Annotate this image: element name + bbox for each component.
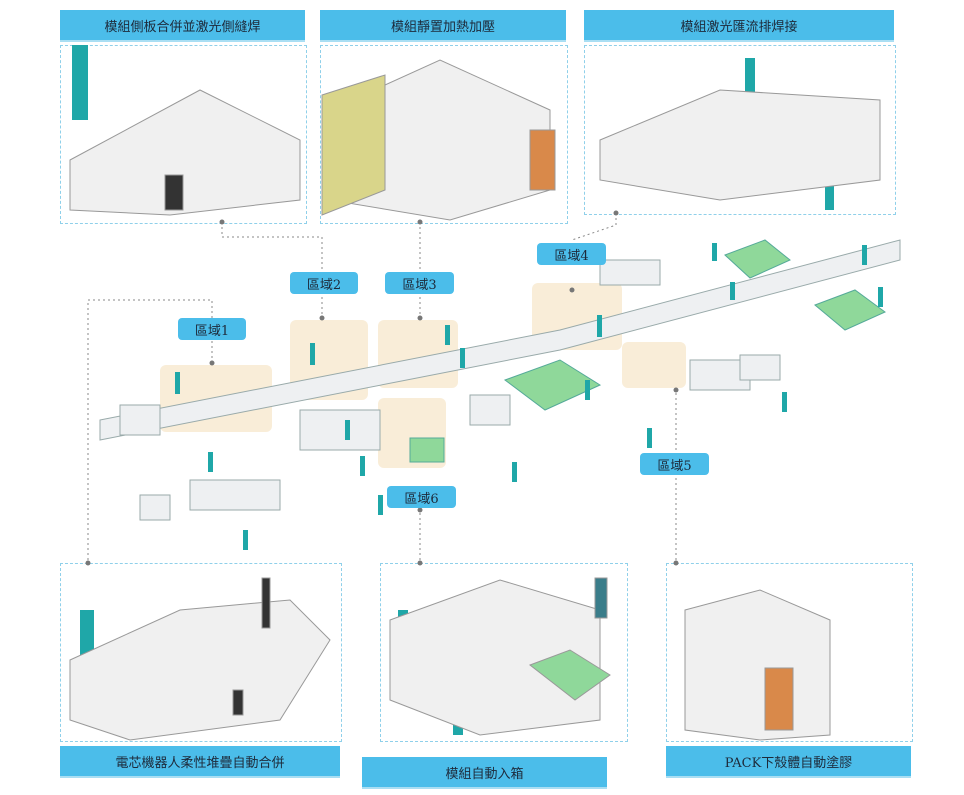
green-areas [409,239,886,463]
bottom-panel-machines [69,577,831,741]
zone-5-label: 區域5 [640,453,709,475]
connector-dots [85,210,679,566]
label-pack-gluing: PACK下殼體自動塗膠 [666,746,911,778]
label-side-plate-welding: 模組側板合併並激光側縫焊 [60,10,305,42]
zone5-highlight [622,342,686,388]
label-cell-stacking: 電芯機器人柔性堆疊自動合併 [60,746,340,778]
zone-4-label: 區域4 [537,243,606,265]
production-line [99,239,901,521]
label-heat-press: 模組靜置加熱加壓 [320,10,566,42]
zone-2-label: 區域2 [290,272,358,294]
zone-3-label: 區域3 [385,272,454,294]
label-module-boxing: 模組自動入箱 [362,757,607,789]
zone-6-label: 區域6 [387,486,456,508]
zone-1-label: 區域1 [178,318,246,340]
top-panel-machines [69,59,881,221]
label-busbar-welding: 模組激光匯流排焊接 [584,10,894,42]
